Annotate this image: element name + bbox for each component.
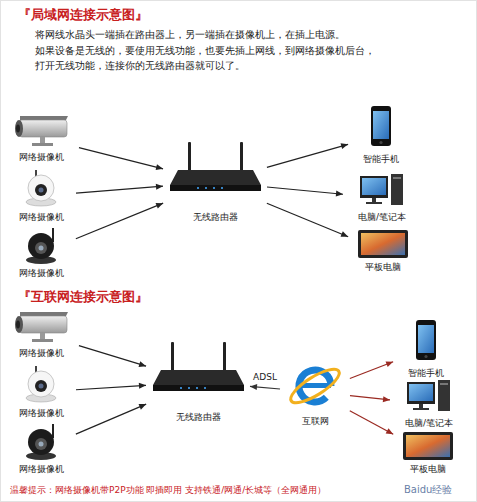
device-node: 网络摄像机 xyxy=(8,226,74,280)
connector-arrow xyxy=(76,203,163,239)
camera-icon xyxy=(15,312,68,342)
device-label: 互联网 xyxy=(302,416,329,428)
device-node: 网络摄像机 xyxy=(8,364,74,420)
router-icon xyxy=(153,342,244,391)
phone-icon xyxy=(371,106,391,146)
device-label: 网络摄像机 xyxy=(19,212,64,224)
instruction-text: 如果设备是无线的，要使用无线功能，也要先插上网线，到网络摄像机后台，打开无线功能… xyxy=(35,43,379,73)
device-label: 无线路由器 xyxy=(193,212,238,224)
camera-icon xyxy=(15,116,68,146)
camera-icon xyxy=(26,228,56,264)
connector-arrow xyxy=(76,383,146,390)
device-label: 网络摄像机 xyxy=(19,464,64,476)
instruction-text: 将网线水晶头一端插在路由器上，另一端插在摄像机上，在插上电源。 xyxy=(35,27,345,42)
camera-icon xyxy=(26,170,56,206)
device-node: 网络摄像机 xyxy=(8,168,74,224)
device-node: 无线路由器 xyxy=(165,140,265,224)
device-label: 平板电脑 xyxy=(365,262,401,274)
device-label: 电脑/笔记本 xyxy=(405,418,453,430)
device-label: 网络摄像机 xyxy=(19,348,64,360)
device-label: 网络摄像机 xyxy=(19,152,64,164)
tablet-icon xyxy=(358,230,408,258)
connector-arrow xyxy=(350,411,393,434)
edge-label: ADSL xyxy=(251,372,279,383)
device-node: 网络摄像机 xyxy=(8,422,74,476)
device-label: 网络摄像机 xyxy=(19,268,64,280)
connector-arrow xyxy=(350,361,393,378)
device-label: 智能手机 xyxy=(363,154,399,166)
device-node: 电脑/笔记本 xyxy=(392,378,466,430)
device-node: 智能手机 xyxy=(350,104,412,166)
connector-arrow xyxy=(79,148,163,170)
device-node: 智能手机 xyxy=(395,318,457,380)
section-title: 『局域网连接示意图』 xyxy=(18,7,148,23)
device-node: 网络摄像机 xyxy=(5,308,77,360)
computer-icon xyxy=(407,380,450,411)
connector-arrow xyxy=(76,404,146,434)
camera-icon xyxy=(26,424,56,460)
connector-arrow xyxy=(267,143,348,167)
watermark: Baidu经验 xyxy=(404,484,452,496)
connector-arrow xyxy=(250,384,280,390)
device-node: 互联网 xyxy=(282,356,348,428)
router-icon xyxy=(170,142,261,191)
connector-arrow xyxy=(350,396,390,402)
tablet-icon xyxy=(403,432,453,460)
device-label: 智能手机 xyxy=(408,368,444,380)
internet-icon xyxy=(286,364,343,409)
device-node: 网络摄像机 xyxy=(5,112,77,164)
device-node: 电脑/笔记本 xyxy=(345,172,419,224)
connector-arrow xyxy=(267,203,348,237)
computer-icon xyxy=(360,174,403,205)
device-label: 平板电脑 xyxy=(410,464,446,476)
device-label: 无线路由器 xyxy=(176,412,221,424)
section-title: 『互联网连接示意图』 xyxy=(18,289,148,305)
tip-text: 温馨提示：网络摄像机带P2P功能 即插即用 支持铁通/网通/长城等（全网通用） xyxy=(10,484,326,496)
device-label: 网络摄像机 xyxy=(19,408,64,420)
device-node: 无线路由器 xyxy=(148,340,248,424)
device-node: 平板电脑 xyxy=(395,430,461,476)
connector-arrow xyxy=(267,187,343,197)
camera-icon xyxy=(26,366,56,402)
device-label: 电脑/笔记本 xyxy=(358,212,406,224)
phone-icon xyxy=(416,320,436,360)
connector-arrow xyxy=(79,346,146,367)
device-node: 平板电脑 xyxy=(350,228,416,274)
connector-arrow xyxy=(76,184,163,193)
